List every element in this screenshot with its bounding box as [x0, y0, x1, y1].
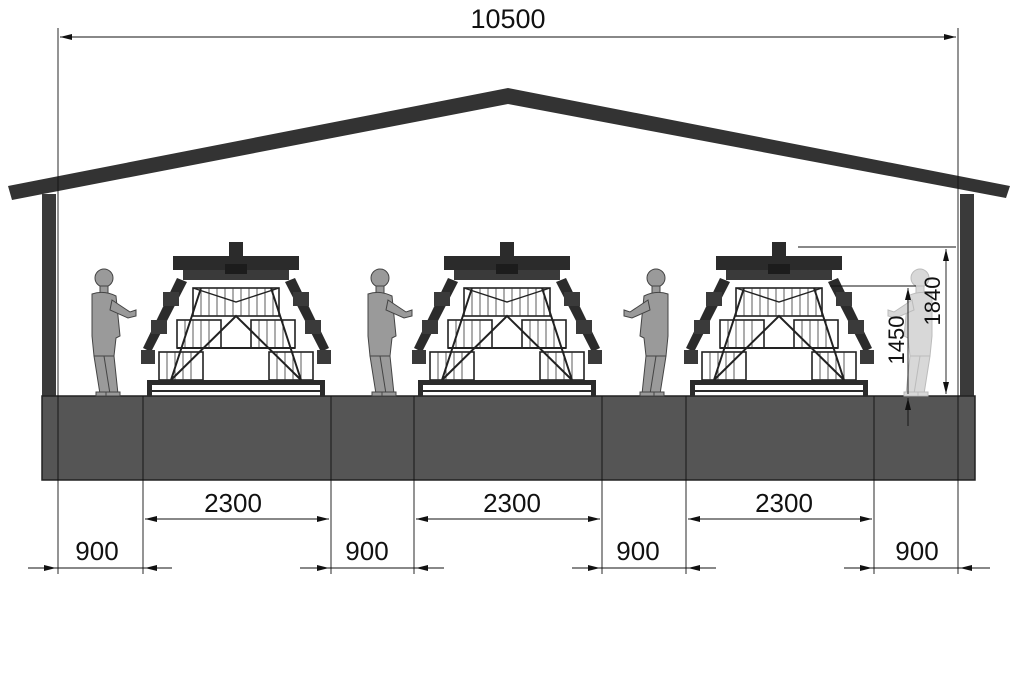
- cage-battery-left: [140, 241, 332, 397]
- extension-lines: [57, 28, 959, 574]
- right-wall: [960, 194, 974, 396]
- cage-battery-right: [683, 241, 875, 397]
- roof: [8, 88, 1010, 200]
- aisle-width-label-4: 900: [895, 536, 938, 566]
- person-figure: [623, 268, 669, 397]
- overall-width-label: 10500: [470, 4, 545, 34]
- height-label-1450: 1450: [884, 316, 909, 365]
- height-label-1840: 1840: [920, 277, 945, 326]
- cage-battery-center: [411, 241, 603, 397]
- height-dimension-lines: [798, 246, 956, 426]
- left-wall: [42, 194, 56, 396]
- person-figure: [367, 268, 413, 397]
- cage-width-label-left: 2300: [204, 488, 262, 518]
- aisle-width-label-3: 900: [616, 536, 659, 566]
- cage-width-label-right: 2300: [755, 488, 813, 518]
- floor-slab: [41, 395, 976, 481]
- aisle-width-label-1: 900: [75, 536, 118, 566]
- aisle-width-label-2: 900: [345, 536, 388, 566]
- cage-width-label-center: 2300: [483, 488, 541, 518]
- person-figure: [91, 268, 137, 397]
